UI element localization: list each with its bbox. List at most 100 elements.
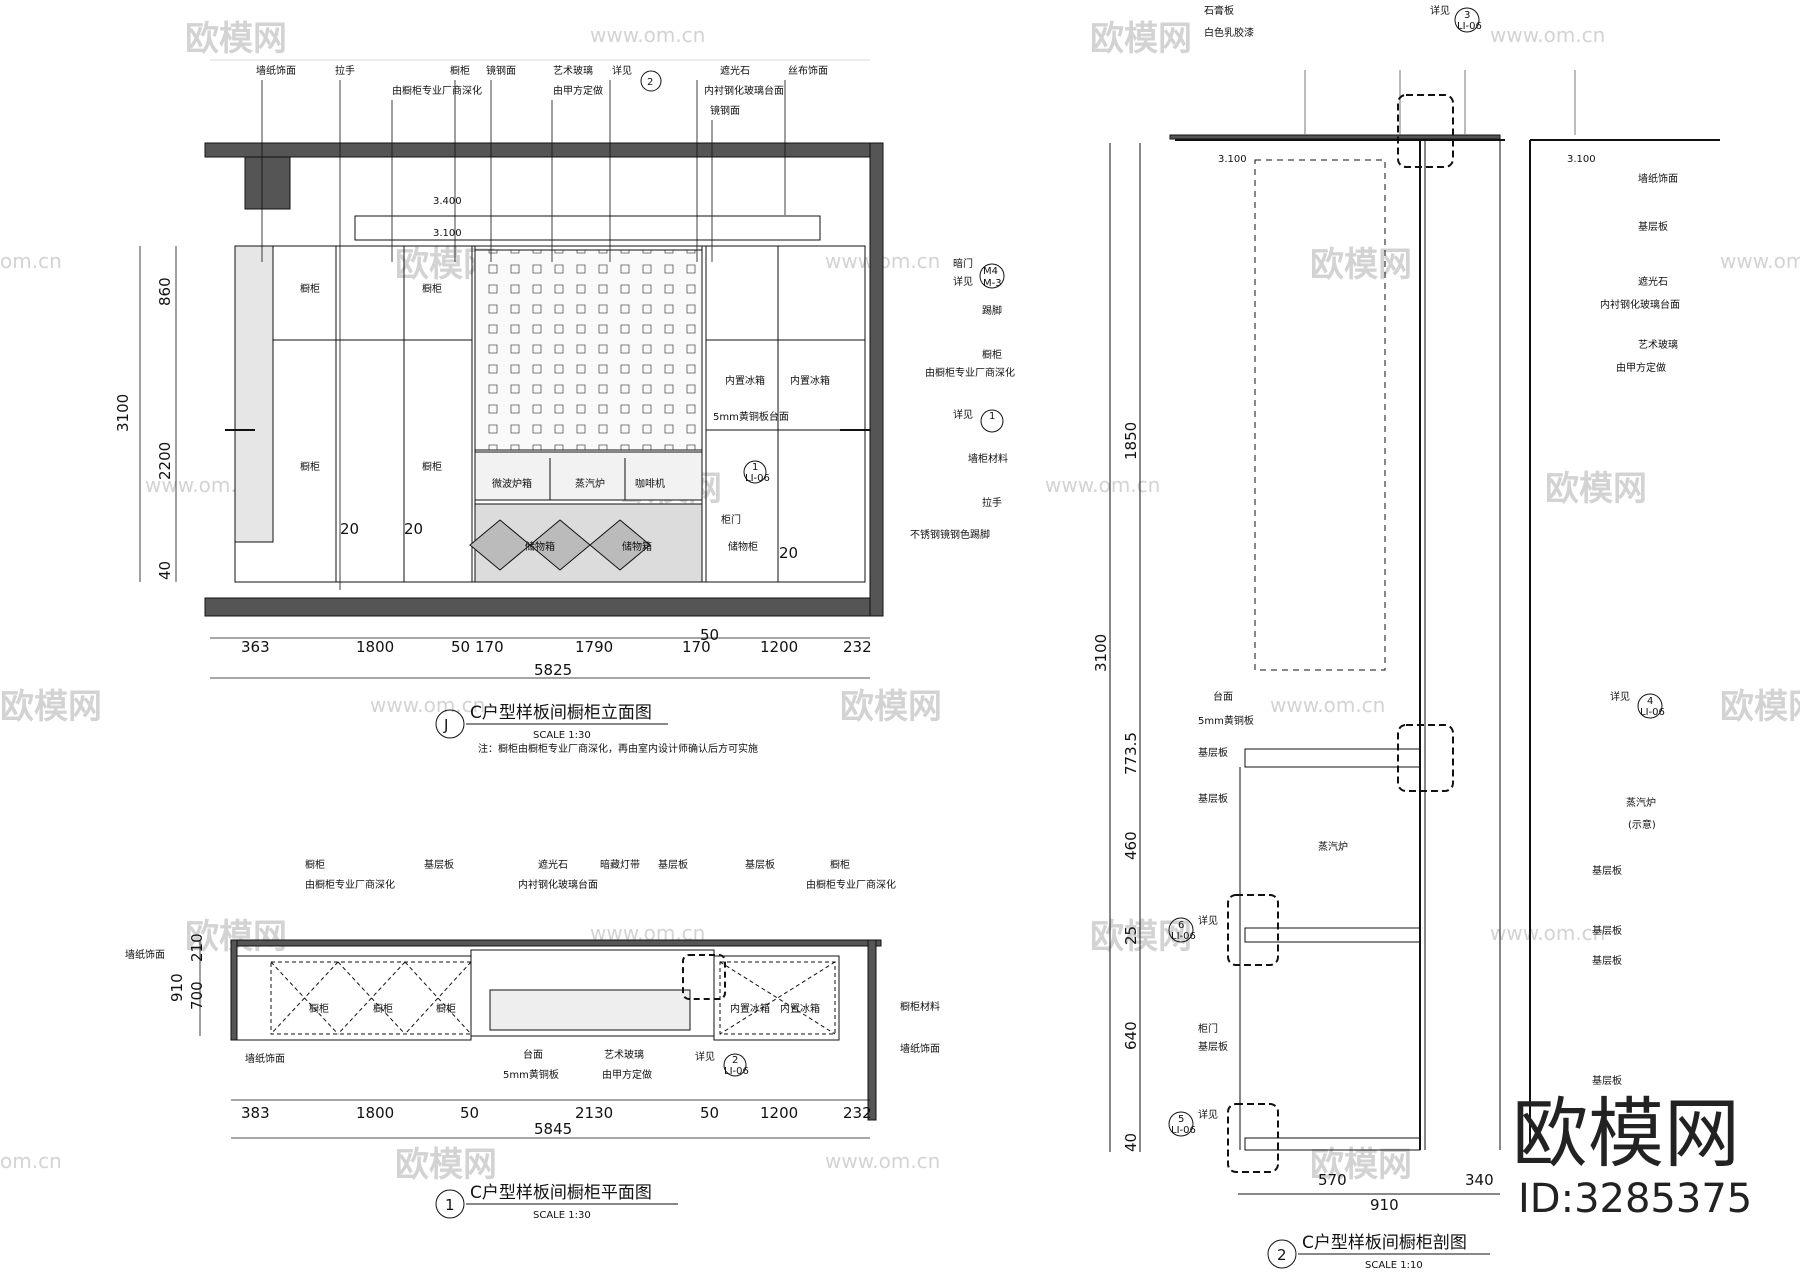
label: 橱柜材料 bbox=[900, 1000, 940, 1013]
dim: 1800 bbox=[356, 1104, 394, 1122]
watermark-brand: 欧模网 bbox=[1720, 687, 1800, 727]
dim: 1200 bbox=[760, 1104, 798, 1122]
label: 墙纸饰面 bbox=[245, 1052, 285, 1065]
watermark-brand: 欧模网 bbox=[0, 687, 102, 727]
floor-slab bbox=[204, 597, 884, 617]
dim: 232 bbox=[843, 1104, 872, 1122]
detail-tag: LI-06 bbox=[724, 1066, 749, 1077]
detail-tag: M4 bbox=[983, 266, 998, 277]
detail-tag: LI-06 bbox=[1457, 21, 1482, 32]
dim: 2130 bbox=[575, 1104, 613, 1122]
level-mark: 3.100 bbox=[1567, 154, 1596, 165]
elevation-drawing bbox=[204, 142, 884, 617]
dim: 25 bbox=[1122, 926, 1140, 945]
label: 详见 bbox=[953, 275, 973, 288]
detail-tag: 2 bbox=[647, 77, 653, 88]
label: 墙纸饰面 bbox=[256, 64, 296, 77]
dim: 1800 bbox=[356, 638, 394, 656]
watermark-url: www.om.cn bbox=[1045, 473, 1160, 497]
label: 白色乳胶漆 bbox=[1204, 26, 1254, 39]
label: 镜钢面 bbox=[486, 64, 516, 77]
watermark-url: om.cn bbox=[0, 1149, 62, 1173]
label: 墙纸饰面 bbox=[125, 948, 165, 961]
plan-title-block: 1 C户型样板间橱柜平面图 SCALE 1:30 bbox=[435, 1183, 678, 1221]
plan-drawing bbox=[230, 939, 882, 1121]
countertop-section bbox=[1244, 748, 1421, 768]
label: 内置冰箱 bbox=[725, 374, 765, 387]
dim-total: 5845 bbox=[534, 1120, 572, 1138]
detail-tag: 5 bbox=[1178, 1114, 1184, 1125]
label: 墙柜材料 bbox=[968, 452, 1008, 465]
label: 由甲方定做 bbox=[602, 1068, 652, 1081]
appliance-row bbox=[474, 451, 703, 501]
dim: 460 bbox=[1122, 831, 1140, 860]
watermark-url: www.om.cn bbox=[370, 693, 485, 717]
detail-tag: 1 bbox=[752, 462, 758, 473]
section-dimension-text: 3100 1850 773.5 460 25 640 40 570 340 91… bbox=[1092, 422, 1494, 1214]
watermark-url: www.om.cn bbox=[825, 1149, 940, 1173]
side-wall bbox=[869, 142, 884, 617]
section-title-block: 2 C户型样板间橱柜剖图 SCALE 1:10 bbox=[1267, 1233, 1490, 1271]
watermark-brand: 欧模网 bbox=[1310, 1145, 1412, 1185]
label: 基层板 bbox=[1592, 954, 1622, 967]
label: 由甲方定做 bbox=[553, 84, 603, 97]
watermark-url: www.om.cn bbox=[590, 23, 705, 47]
label: 储物箱 bbox=[622, 540, 652, 553]
label: 橱柜 bbox=[422, 282, 442, 295]
label: 不锈钢镜钢色踢脚 bbox=[910, 528, 990, 541]
label: 基层板 bbox=[1592, 1074, 1622, 1087]
watermark-url: www.om.cn bbox=[1490, 23, 1605, 47]
level-mark: 3.400 bbox=[433, 196, 462, 207]
dim: 700 bbox=[188, 981, 206, 1010]
dim: 640 bbox=[1122, 1021, 1140, 1050]
base-section bbox=[1244, 1137, 1421, 1151]
label: 橱柜 bbox=[436, 1002, 456, 1015]
label: 橱柜 bbox=[305, 858, 325, 871]
dim: 1200 bbox=[760, 638, 798, 656]
label: 橱柜 bbox=[309, 1002, 329, 1015]
dim-total: 910 bbox=[1370, 1196, 1399, 1214]
label: 暗门 bbox=[953, 257, 973, 270]
section-labels: 石膏板 白色乳胶漆 详见 墙纸饰面 基层板 遮光石 内衬钢化玻璃台面 艺术玻璃 … bbox=[1168, 4, 1680, 1137]
dim: 20 bbox=[779, 544, 798, 562]
label: 蒸汽炉 bbox=[575, 477, 605, 490]
elevation-dimension-text: 3100 860 2200 40 20 20 20 363 1800 50 17… bbox=[114, 277, 872, 679]
label: 基层板 bbox=[424, 858, 454, 871]
label: 拉手 bbox=[982, 496, 1002, 509]
label: 详见 bbox=[1610, 690, 1630, 703]
label: 蒸汽炉 bbox=[1318, 840, 1348, 853]
label: 橱柜 bbox=[982, 348, 1002, 361]
label: 墙纸饰面 bbox=[1638, 172, 1678, 185]
dim: 3100 bbox=[114, 394, 132, 432]
elevation-levels-tags: 3.400 3.100 2 M4 M-3 1 1 LI-06 bbox=[433, 70, 1005, 484]
elevation-inside-labels: 橱柜 橱柜 橱柜 橱柜 内置冰箱 内置冰箱 5mm黄铜板台面 微波炉箱 蒸汽炉 … bbox=[300, 282, 830, 553]
watermark-brand: 欧模网 bbox=[395, 1145, 497, 1185]
detail-tag: LI-06 bbox=[1171, 1125, 1196, 1136]
model-id: ID:3285375 bbox=[1518, 1176, 1752, 1222]
label: 储物箱 bbox=[525, 540, 555, 553]
label: 由橱柜专业厂商深化 bbox=[392, 84, 482, 97]
label: 微波炉箱 bbox=[492, 477, 532, 490]
dim: 910 bbox=[168, 973, 186, 1002]
label: 基层板 bbox=[745, 858, 775, 871]
label: 遮光石 bbox=[1638, 275, 1668, 288]
watermark-url: www.om.cn bbox=[1490, 921, 1605, 945]
cabinet-right bbox=[713, 955, 840, 1041]
level-mark: 3.100 bbox=[1218, 154, 1247, 165]
label: 镜钢面 bbox=[710, 104, 740, 117]
detail-tag: LI-06 bbox=[745, 473, 770, 484]
label: 丝布饰面 bbox=[788, 64, 828, 77]
label: 橱柜 bbox=[450, 64, 470, 77]
elevation-leaders bbox=[210, 59, 870, 590]
drawing-scale: SCALE 1:30 bbox=[533, 730, 591, 741]
label: 艺术玻璃 bbox=[553, 64, 593, 77]
label: 内置冰箱 bbox=[730, 1002, 770, 1015]
art-glass-plan bbox=[489, 989, 691, 1031]
label: 详见 bbox=[612, 64, 632, 77]
label: 基层板 bbox=[1198, 1040, 1228, 1053]
label: 咖啡机 bbox=[635, 477, 665, 490]
label: 柜门 bbox=[1198, 1022, 1218, 1035]
watermark-layer: 欧模网 www.om.cn 欧模网 www.om.cn om.cn 欧模网 ww… bbox=[0, 19, 1800, 1185]
dim: 20 bbox=[404, 520, 423, 538]
label: 详见 bbox=[1198, 1108, 1218, 1121]
